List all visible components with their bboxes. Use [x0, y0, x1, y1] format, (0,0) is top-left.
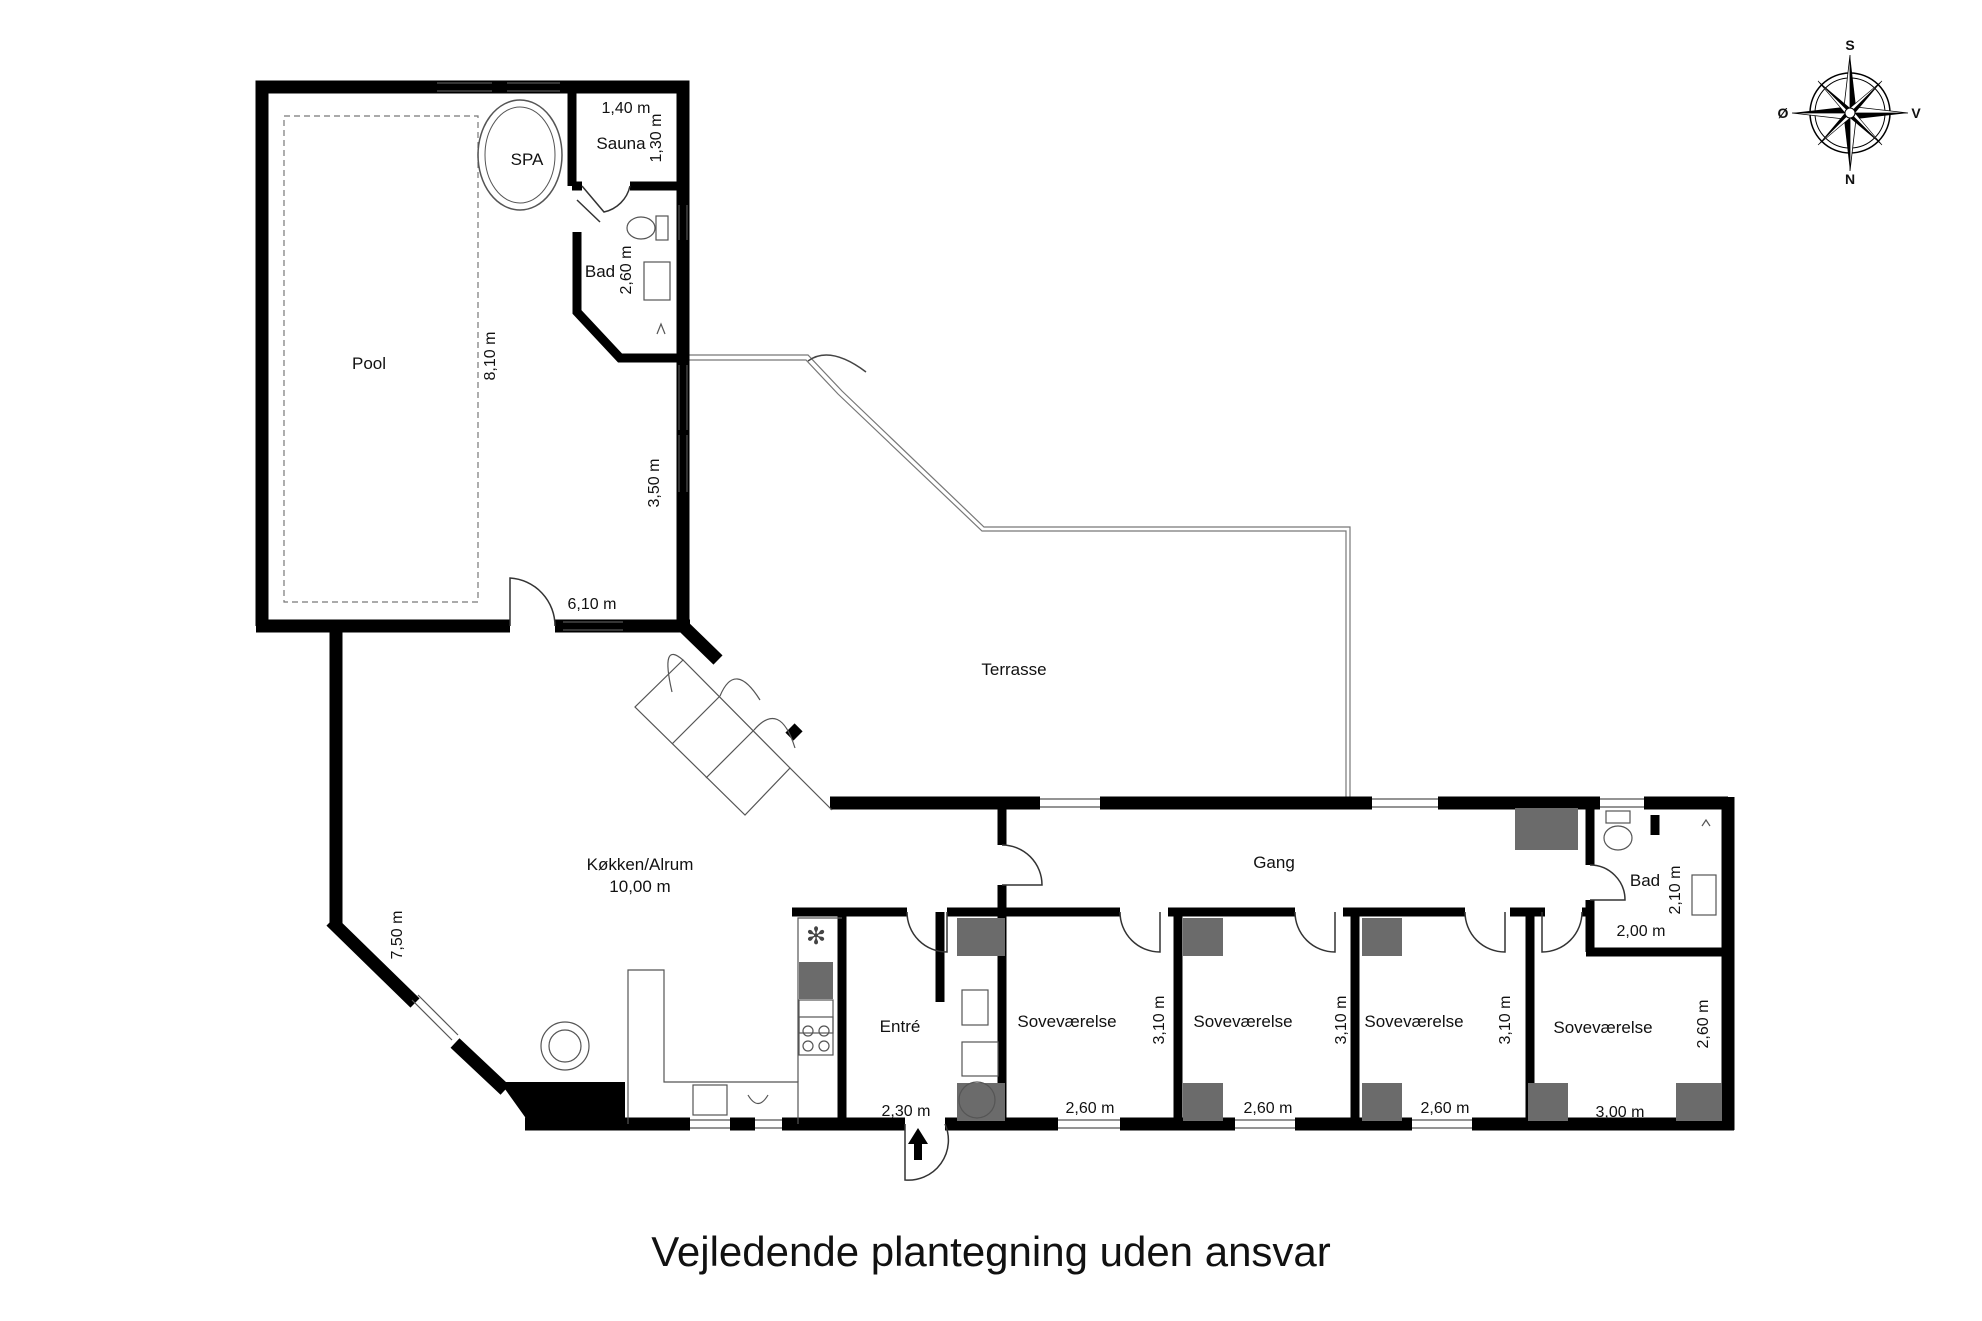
room-label-sauna: Sauna: [596, 134, 646, 153]
dim-bedroom3-width: 2,60 m: [1421, 1100, 1470, 1117]
snowflake-icon: ✻: [806, 923, 826, 950]
terrace-door-swing: [807, 354, 867, 373]
dim-sauna-height: 1,30 m: [648, 114, 665, 163]
dim-bad-pool-height: 2,60 m: [618, 246, 635, 295]
dim-entre-width: 2,30 m: [882, 1103, 931, 1120]
dim-bedroom1-height: 3,10 m: [1151, 996, 1168, 1045]
compass-label-west: V: [1911, 105, 1921, 121]
room-label-kitchen: Køkken/Alrum: [587, 855, 694, 874]
dim-bedroom1-width: 2,60 m: [1066, 1100, 1115, 1117]
room-label-bedroom-3: Soveværelse: [1364, 1012, 1463, 1031]
dim-bedroom2-height: 3,10 m: [1333, 996, 1350, 1045]
doors: [509, 185, 1626, 1181]
dim-bad-gang-width: 2,00 m: [1617, 923, 1666, 940]
dim-opening-height: 3,50 m: [646, 459, 663, 508]
room-label-pool: Pool: [352, 354, 386, 373]
plan-disclaimer-caption: Vejledende plantegning uden ansvar: [651, 1228, 1331, 1275]
dim-bad-gang-height: 2,10 m: [1667, 866, 1684, 915]
entrance-arrow-icon: [908, 1128, 928, 1160]
windows: [411, 82, 1644, 1129]
room-label-kitchen-size: 10,00 m: [609, 877, 670, 896]
folding-doors: [634, 654, 833, 816]
kitchen-fixtures: [540, 917, 842, 1124]
room-label-bedroom-2: Soveværelse: [1193, 1012, 1292, 1031]
room-label-spa: SPA: [511, 150, 544, 169]
dim-bedroom3-height: 3,10 m: [1497, 996, 1514, 1045]
spa-tub-inner: [484, 106, 556, 204]
room-label-bad-pool: Bad: [585, 262, 615, 281]
dim-sauna-width: 1,40 m: [602, 100, 651, 117]
room-label-bedroom-1: Soveværelse: [1017, 1012, 1116, 1031]
room-label-bedroom-4: Soveværelse: [1553, 1018, 1652, 1037]
dim-kitchen-diagonal: 7,50 m: [389, 911, 406, 960]
wall-corner-fill: [500, 1082, 625, 1124]
dim-pool-height: 8,10 m: [482, 332, 499, 381]
bathroom-fixtures: [626, 215, 1717, 1119]
compass-label-east: Ø: [1778, 105, 1789, 121]
spa-tub-outer: [477, 99, 563, 211]
dim-bedroom2-width: 2,60 m: [1244, 1100, 1293, 1117]
dim-bedroom4-width: 3,00 m: [1596, 1104, 1645, 1121]
room-label-terrasse: Terrasse: [981, 660, 1046, 679]
dim-bedroom4-height: 2,60 m: [1695, 1000, 1712, 1049]
room-label-bad-gang: Bad: [1630, 871, 1660, 890]
room-label-gang: Gang: [1253, 853, 1295, 872]
compass-label-south: S: [1845, 37, 1854, 53]
compass-label-north: N: [1845, 171, 1855, 187]
room-label-entre: Entré: [880, 1017, 921, 1036]
compass-rose: [1791, 54, 1909, 172]
dim-pool-width: 6,10 m: [568, 596, 617, 613]
fixtures: [799, 808, 1722, 1121]
terrace-outline: [688, 354, 1351, 797]
